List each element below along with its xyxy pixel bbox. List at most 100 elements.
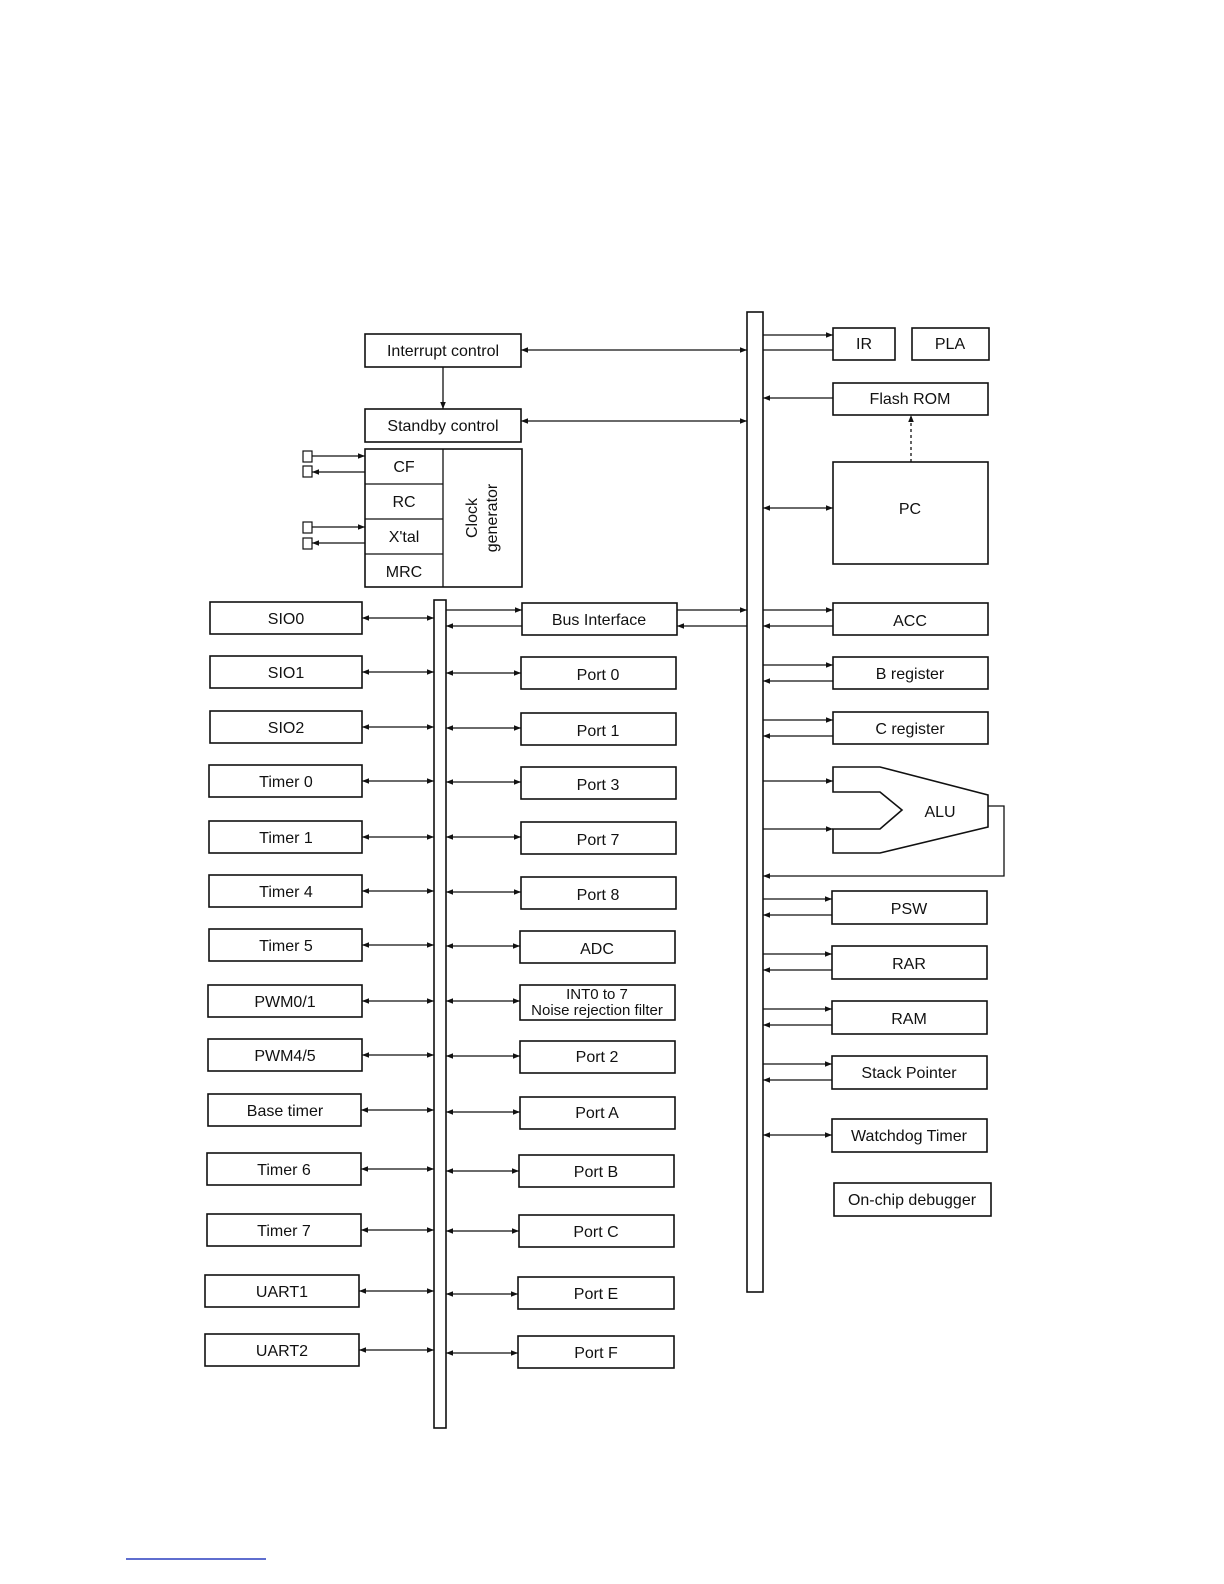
ir-block: IR bbox=[832, 327, 896, 361]
on-chip-debugger-label: On-chip debugger bbox=[848, 1192, 977, 1209]
xtal-label: X'tal bbox=[389, 529, 420, 546]
left-peripheral: Timer 4 bbox=[208, 874, 434, 908]
middle-peripheral: Port 1 bbox=[446, 712, 677, 746]
middle-peripheral: Port B bbox=[446, 1154, 675, 1188]
middle-peripheral-label: Port 8 bbox=[577, 887, 620, 904]
middle-peripheral: Port 2 bbox=[446, 1040, 676, 1074]
middle-peripheral-list: Port 0 Port 1 Port 3 Port 7 Port 8 ADC bbox=[446, 656, 677, 1369]
alu-output-arrow bbox=[763, 805, 1005, 879]
watchdog-timer-label: Watchdog Timer bbox=[851, 1128, 968, 1145]
left-peripheral: Timer 7 bbox=[206, 1213, 434, 1247]
middle-peripheral: Port A bbox=[446, 1096, 676, 1130]
interrupt-control-label: Interrupt control bbox=[387, 343, 499, 360]
bus-interface-label: Bus Interface bbox=[552, 612, 646, 629]
middle-peripheral-label: Port E bbox=[574, 1286, 618, 1303]
left-peripheral-label: UART2 bbox=[256, 1343, 308, 1360]
middle-peripheral-label: Port 1 bbox=[577, 723, 620, 740]
flash-rom-block: Flash ROM bbox=[832, 382, 989, 416]
left-peripheral: Timer 1 bbox=[208, 820, 434, 854]
left-peripheral-label: Timer 1 bbox=[259, 830, 313, 847]
rc-label: RC bbox=[392, 494, 415, 511]
left-peripheral: Timer 5 bbox=[208, 928, 434, 962]
xtal-pin-out bbox=[302, 537, 313, 550]
alu-block: ALU bbox=[832, 766, 989, 854]
left-peripheral-label: UART1 bbox=[256, 1284, 308, 1301]
alu-label: ALU bbox=[924, 804, 955, 821]
middle-peripheral-label: Port A bbox=[575, 1105, 619, 1122]
middle-peripheral: Port 8 bbox=[446, 876, 677, 910]
pc-block: PC bbox=[832, 461, 989, 565]
int-filter-label-line1: INT0 to 7 bbox=[566, 986, 628, 1003]
left-peripheral: SIO2 bbox=[209, 710, 434, 744]
cf-pin-out bbox=[302, 465, 313, 478]
middle-peripheral: ADC bbox=[446, 930, 676, 964]
c-register-block: C register bbox=[832, 711, 989, 745]
left-peripheral-list: SIO0 SIO1 SIO2 Timer 0 Timer 1 Timer 4 bbox=[204, 601, 434, 1367]
interrupt-control-block: Interrupt control bbox=[364, 333, 522, 368]
stack-pointer-block: Stack Pointer bbox=[831, 1055, 988, 1090]
left-peripheral: UART1 bbox=[204, 1274, 434, 1308]
left-peripheral-label: Timer 6 bbox=[257, 1162, 311, 1179]
left-peripheral-label: PWM0/1 bbox=[254, 994, 315, 1011]
psw-block: PSW bbox=[831, 890, 988, 925]
peripheral-bus bbox=[433, 599, 447, 1429]
ram-block: RAM bbox=[831, 1000, 988, 1035]
b-register-block: B register bbox=[832, 656, 989, 690]
c-register-label: C register bbox=[875, 721, 945, 738]
psw-label: PSW bbox=[891, 901, 928, 918]
middle-peripheral: Port 3 bbox=[446, 766, 677, 800]
mrc-label: MRC bbox=[386, 564, 422, 581]
middle-peripheral: Port C bbox=[446, 1214, 675, 1248]
left-peripheral: Base timer bbox=[207, 1093, 434, 1127]
clock-generator-label-line1: Clock bbox=[464, 497, 481, 538]
left-peripheral: PWM0/1 bbox=[207, 984, 434, 1018]
stack-pointer-label: Stack Pointer bbox=[861, 1065, 957, 1082]
left-peripheral-label: SIO0 bbox=[268, 611, 305, 628]
middle-peripheral-label: Port 7 bbox=[577, 832, 620, 849]
middle-peripheral-label: Port C bbox=[573, 1224, 618, 1241]
left-peripheral-label: Timer 0 bbox=[259, 774, 313, 791]
standby-control-label: Standby control bbox=[387, 418, 498, 435]
left-peripheral-label: Timer 7 bbox=[257, 1223, 311, 1240]
left-peripheral-label: Timer 5 bbox=[259, 938, 313, 955]
middle-peripheral-label: Port 2 bbox=[576, 1049, 619, 1066]
rar-block: RAR bbox=[831, 945, 988, 980]
middle-peripheral: Port 0 bbox=[446, 656, 677, 690]
left-peripheral: SIO1 bbox=[209, 655, 434, 689]
middle-peripheral: Port F bbox=[446, 1335, 675, 1369]
ram-label: RAM bbox=[891, 1011, 927, 1028]
middle-peripheral-label: Port F bbox=[574, 1345, 618, 1362]
b-register-label: B register bbox=[876, 666, 945, 683]
left-peripheral-label: SIO2 bbox=[268, 720, 305, 737]
left-peripheral-label: SIO1 bbox=[268, 665, 305, 682]
acc-block: ACC bbox=[832, 602, 989, 636]
int-noise-filter-block: INT0 to 7 Noise rejection filter bbox=[446, 984, 676, 1021]
bus-interface-block: Bus Interface bbox=[521, 602, 678, 636]
left-peripheral: UART2 bbox=[204, 1333, 434, 1367]
middle-peripheral-label: Port B bbox=[574, 1164, 618, 1181]
xtal-pin-in bbox=[302, 521, 313, 534]
acc-label: ACC bbox=[893, 613, 927, 630]
middle-peripheral-label: ADC bbox=[580, 941, 614, 958]
middle-peripheral-label: Port 3 bbox=[577, 777, 620, 794]
left-peripheral: Timer 6 bbox=[206, 1152, 434, 1186]
standby-control-block: Standby control bbox=[364, 408, 522, 443]
left-peripheral: SIO0 bbox=[209, 601, 434, 635]
on-chip-debugger-block: On-chip debugger bbox=[833, 1182, 992, 1217]
clock-generator-block: CF RC X'tal MRC Clock generator bbox=[364, 448, 523, 588]
main-bus bbox=[746, 311, 764, 1293]
int-filter-label-line2: Noise rejection filter bbox=[531, 1002, 663, 1019]
left-peripheral: PWM4/5 bbox=[207, 1038, 434, 1072]
watchdog-timer-block: Watchdog Timer bbox=[831, 1118, 988, 1153]
pc-label: PC bbox=[899, 501, 921, 518]
left-peripheral: Timer 0 bbox=[208, 764, 434, 798]
pla-label: PLA bbox=[935, 336, 966, 353]
middle-peripheral: Port 7 bbox=[446, 821, 677, 855]
middle-peripheral-label: Port 0 bbox=[577, 667, 620, 684]
clock-pins bbox=[302, 450, 365, 550]
cf-pin-in bbox=[302, 450, 313, 463]
clock-generator-label-line2: generator bbox=[484, 483, 501, 552]
cf-label: CF bbox=[393, 459, 415, 476]
rar-label: RAR bbox=[892, 956, 926, 973]
